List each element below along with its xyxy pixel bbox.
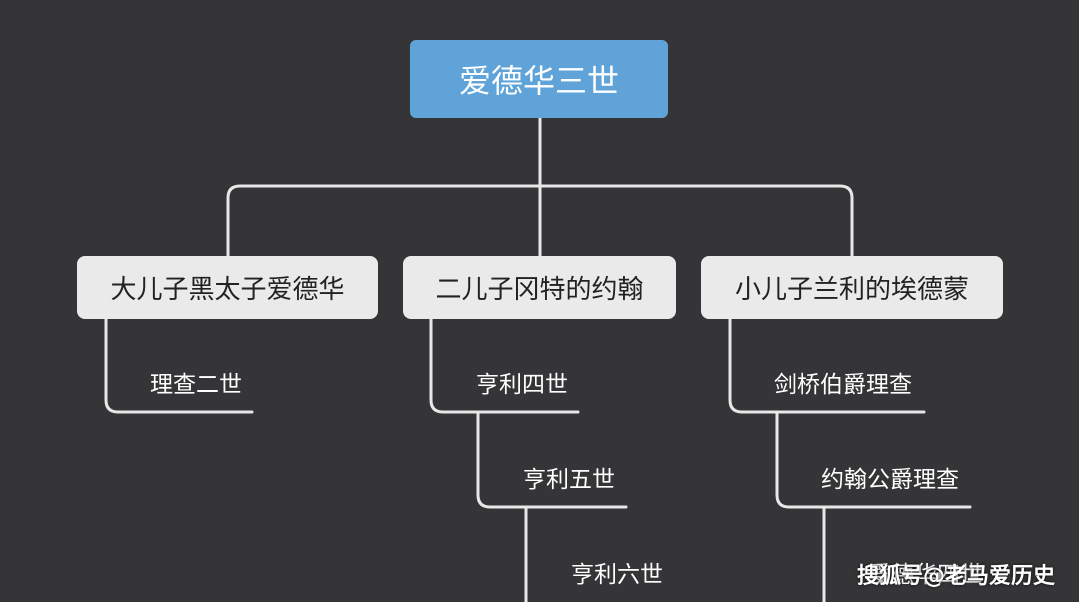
branch-node-3-label: 小儿子兰利的埃德蒙 [734, 275, 969, 305]
branch-node-2-label: 二儿子冈特的约翰 [435, 275, 644, 305]
leaf-branch-1-1: 理查二世 [150, 372, 242, 398]
root-node-label: 爱德华三世 [458, 62, 619, 100]
connector-branch-2-leaf-1 [429, 317, 580, 414]
leaf-branch-2-3: 亨利六世 [571, 562, 663, 588]
connector-branch-3-leaf-1 [728, 317, 926, 414]
branch-node-1: 大儿子黑太子爱德华 [77, 256, 378, 319]
leaf-branch-3-1: 剑桥伯爵理查 [774, 372, 912, 398]
leaf-branch-2-1: 亨利四世 [476, 372, 568, 398]
leaf-branch-2-2: 亨利五世 [523, 467, 615, 493]
watermark-text: 搜狐号@老马爱历史 [856, 564, 1055, 589]
branch-node-2: 二儿子冈特的约翰 [403, 256, 676, 319]
connector-branch-2-leaf-2 [476, 410, 628, 509]
connector-bus [226, 184, 854, 258]
leaf-branch-3-2: 约翰公爵理查 [821, 467, 959, 493]
branch-node-1-label: 大儿子黑太子爱德华 [110, 275, 345, 305]
root-node-edward-iii: 爱德华三世 [410, 40, 668, 118]
connector-branch-1-leaf-1 [104, 317, 254, 414]
branch-node-3: 小儿子兰利的埃德蒙 [701, 256, 1003, 319]
leaf-branch-3-3: 爱德华四世 [868, 562, 983, 588]
connector-branch-3-leaf-2 [775, 410, 972, 509]
